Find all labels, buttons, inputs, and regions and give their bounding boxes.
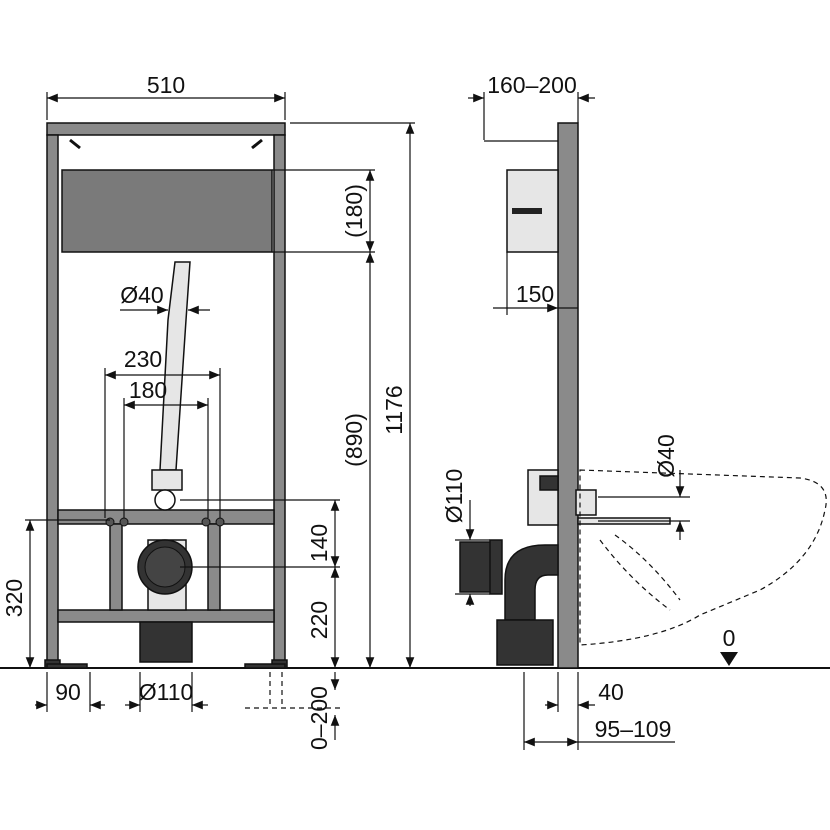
dim-total-height: 1176 bbox=[381, 385, 407, 434]
dim-spacing-inner: 180 bbox=[129, 377, 167, 403]
dim-drain-diameter: Ø110 bbox=[139, 679, 194, 705]
side-view-dimensions bbox=[455, 92, 690, 750]
dim-drain-height: 220 bbox=[306, 601, 332, 639]
dim-drain-offset: 140 bbox=[306, 524, 332, 562]
front-view-dimensions bbox=[25, 92, 415, 740]
dim-spacing-outer: 230 bbox=[124, 346, 162, 372]
dim-cistern-height: (180) bbox=[341, 184, 367, 238]
side-view-frame bbox=[459, 122, 827, 669]
dim-side-flush-pipe-diameter: Ø40 bbox=[653, 434, 679, 477]
floor-level-label: 0 bbox=[723, 625, 736, 651]
dim-leg-adjust: 0–200 bbox=[306, 686, 332, 750]
dim-flush-pipe-diameter: Ø40 bbox=[120, 282, 163, 308]
dim-height-to-cistern: (890) bbox=[341, 413, 367, 467]
dim-bolt-height: 320 bbox=[1, 579, 27, 617]
dim-depth-range: 160–200 bbox=[487, 72, 577, 98]
dim-foot-width: 90 bbox=[55, 679, 81, 705]
dim-side-drain-diameter: Ø110 bbox=[441, 469, 467, 524]
dim-cistern-depth: 150 bbox=[516, 281, 554, 307]
dim-width: 510 bbox=[147, 72, 185, 98]
dim-frame-depth: 40 bbox=[598, 679, 624, 705]
dim-drain-offset-side: 95–109 bbox=[595, 716, 672, 742]
